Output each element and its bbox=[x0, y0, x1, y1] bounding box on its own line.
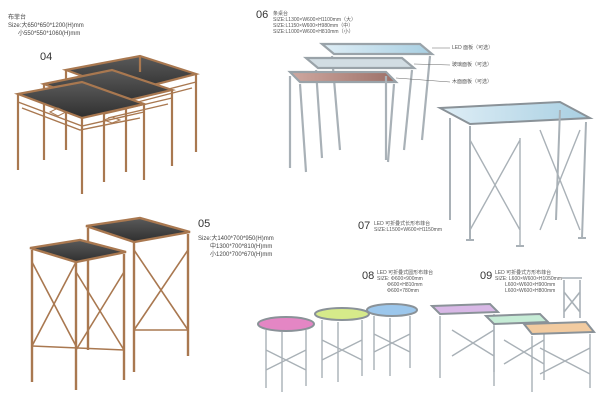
item06-size-3: SIZE:L1000×W600×H810mm（小） bbox=[273, 29, 354, 35]
item06-number: 06 bbox=[256, 9, 269, 21]
item06-size-2: SIZE:L1150×W600×H980mm（中） bbox=[273, 23, 354, 29]
item08-number: 08 bbox=[362, 270, 375, 282]
item09-illustration bbox=[429, 302, 597, 392]
item06-size-1: SIZE:L1300×W600×H1100mm（大） bbox=[273, 17, 357, 23]
item08-line-2: SIZE: Φ600×900mm bbox=[377, 276, 423, 282]
item06-illustration bbox=[287, 42, 451, 173]
item04-number: 04 bbox=[40, 51, 53, 63]
item06-callout-glass: 玻璃面板（可选） bbox=[452, 62, 493, 68]
item07-line-2: SIZE:L1500×W600×H1150mm bbox=[374, 227, 443, 233]
item09-line-2: SIZE: L600×W600×H1050mm bbox=[495, 276, 562, 282]
item09-folded-sketch bbox=[562, 277, 582, 318]
item07-number: 07 bbox=[358, 220, 371, 232]
item09-line-1: LED 可折叠式方形布菲台 bbox=[495, 270, 552, 276]
item04-title: 布菲台 bbox=[8, 15, 27, 21]
item04-illustration bbox=[13, 54, 200, 194]
item08-line-4: Φ600×780mm bbox=[387, 288, 419, 294]
item05-size-1: Size:大1400*700*950(H)mm bbox=[198, 236, 274, 242]
item04-size-2: 小550*550*1060(H)mm bbox=[18, 31, 81, 37]
item08-illustration bbox=[257, 303, 418, 392]
item08-line-1: LED 可折叠式圆形布菲台 bbox=[377, 270, 434, 276]
item05-illustration bbox=[29, 216, 191, 390]
item07-line-1: LED 可折叠式长形布菲台 bbox=[374, 221, 431, 227]
item06-callout-led: LED 面板（可选） bbox=[452, 45, 494, 51]
item04-size-1: Size:大650*650*1200(H)mm bbox=[8, 23, 84, 29]
item09-line-4: L600×W600×H800mm bbox=[505, 288, 556, 294]
item05-size-2: 中1300*700*810(H)mm bbox=[210, 244, 273, 250]
item05-number: 05 bbox=[198, 218, 211, 230]
item09-number: 09 bbox=[480, 270, 493, 282]
item05-size-3: 小1200*700*670(H)mm bbox=[210, 252, 273, 258]
item09-line-3: L600×W600×H900mm bbox=[505, 282, 556, 288]
item06-title: 条桌台 bbox=[273, 11, 289, 17]
item06-callout-wood: 木面面板（可选） bbox=[452, 79, 493, 85]
item08-line-3: Φ600×H810mm bbox=[387, 282, 423, 288]
item07-illustration bbox=[436, 100, 594, 247]
